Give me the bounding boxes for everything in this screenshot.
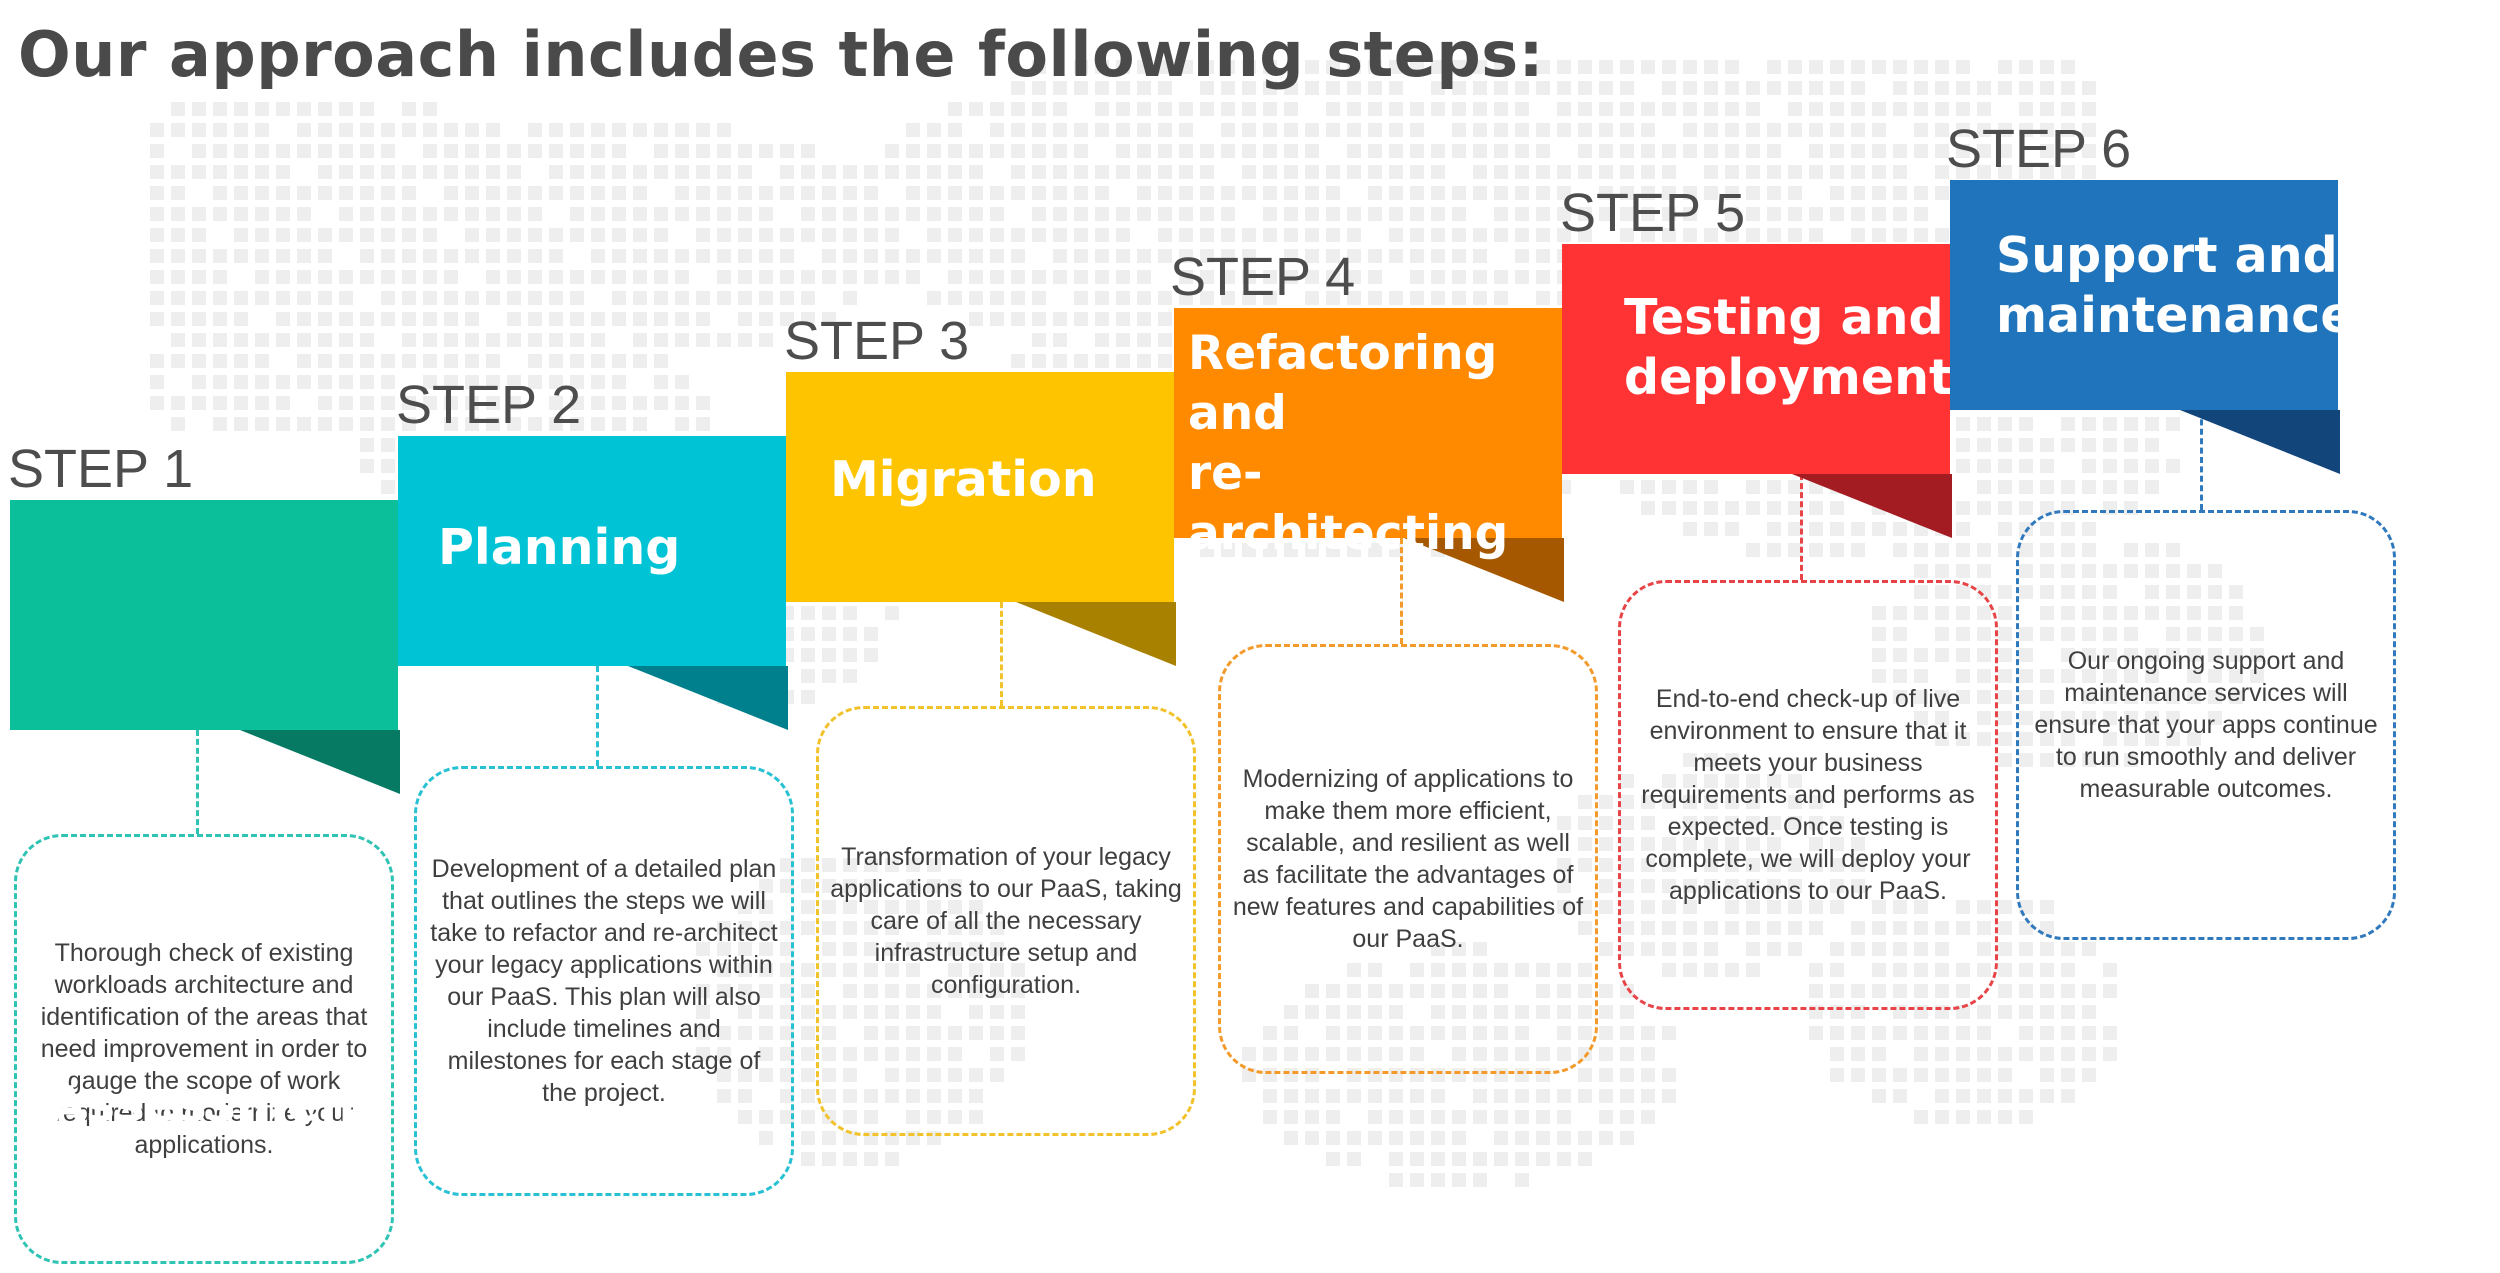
- step-label: STEP 4: [1170, 247, 1356, 307]
- step-title: Support and maintenance: [1996, 227, 2354, 344]
- step-label: STEP 2: [396, 375, 582, 435]
- step-banner: Support and maintenance: [1950, 180, 2354, 410]
- step-description-box: Thorough check of existing workloads arc…: [14, 834, 394, 1264]
- step-description: Modernizing of applications to make them…: [1232, 765, 1584, 953]
- step-description: Thorough check of existing workloads arc…: [40, 939, 368, 1159]
- step-label: STEP 5: [1560, 183, 1746, 243]
- step-description: Development of a detailed plan that outl…: [430, 855, 778, 1107]
- step-connector: [1800, 474, 1803, 580]
- step-description-box: Transformation of your legacy applicatio…: [816, 706, 1196, 1136]
- step-description-box: Our ongoing support and maintenance serv…: [2016, 510, 2396, 940]
- step-connector: [596, 666, 599, 766]
- step-connector: [196, 730, 199, 834]
- step-label: STEP 1: [8, 439, 194, 499]
- step-banner: Planning: [398, 436, 786, 666]
- step-banner: Migration: [786, 372, 1174, 602]
- step-label: STEP 3: [784, 311, 970, 371]
- step-description: Transformation of your legacy applicatio…: [830, 843, 1182, 999]
- step-connector: [2200, 410, 2203, 510]
- step-title: Refactoring and re-architecting: [1188, 326, 1509, 561]
- step-title: Planning: [438, 519, 681, 576]
- step-banner: Refactoring and re-architecting: [1174, 308, 1562, 561]
- step-connector: [1400, 538, 1403, 644]
- step-description-box: End-to-end check-up of live environment …: [1618, 580, 1998, 1010]
- step-title: Migration: [830, 451, 1097, 508]
- step-connector: [1000, 602, 1003, 706]
- step-description-box: Development of a detailed plan that outl…: [414, 766, 794, 1196]
- step-label: STEP 6: [1946, 119, 2132, 179]
- page-title: Our approach includes the following step…: [18, 18, 1544, 91]
- step-banner: Assessment: [10, 500, 398, 1133]
- step-title: Testing and deployment: [1624, 289, 1953, 406]
- step-banner: Testing and deployment: [1562, 244, 1953, 474]
- step-description: End-to-end check-up of live environment …: [1641, 685, 1975, 905]
- step-description-box: Modernizing of applications to make them…: [1218, 644, 1598, 1074]
- step-title: Assessment: [48, 1076, 379, 1133]
- step-description: Our ongoing support and maintenance serv…: [2034, 647, 2378, 803]
